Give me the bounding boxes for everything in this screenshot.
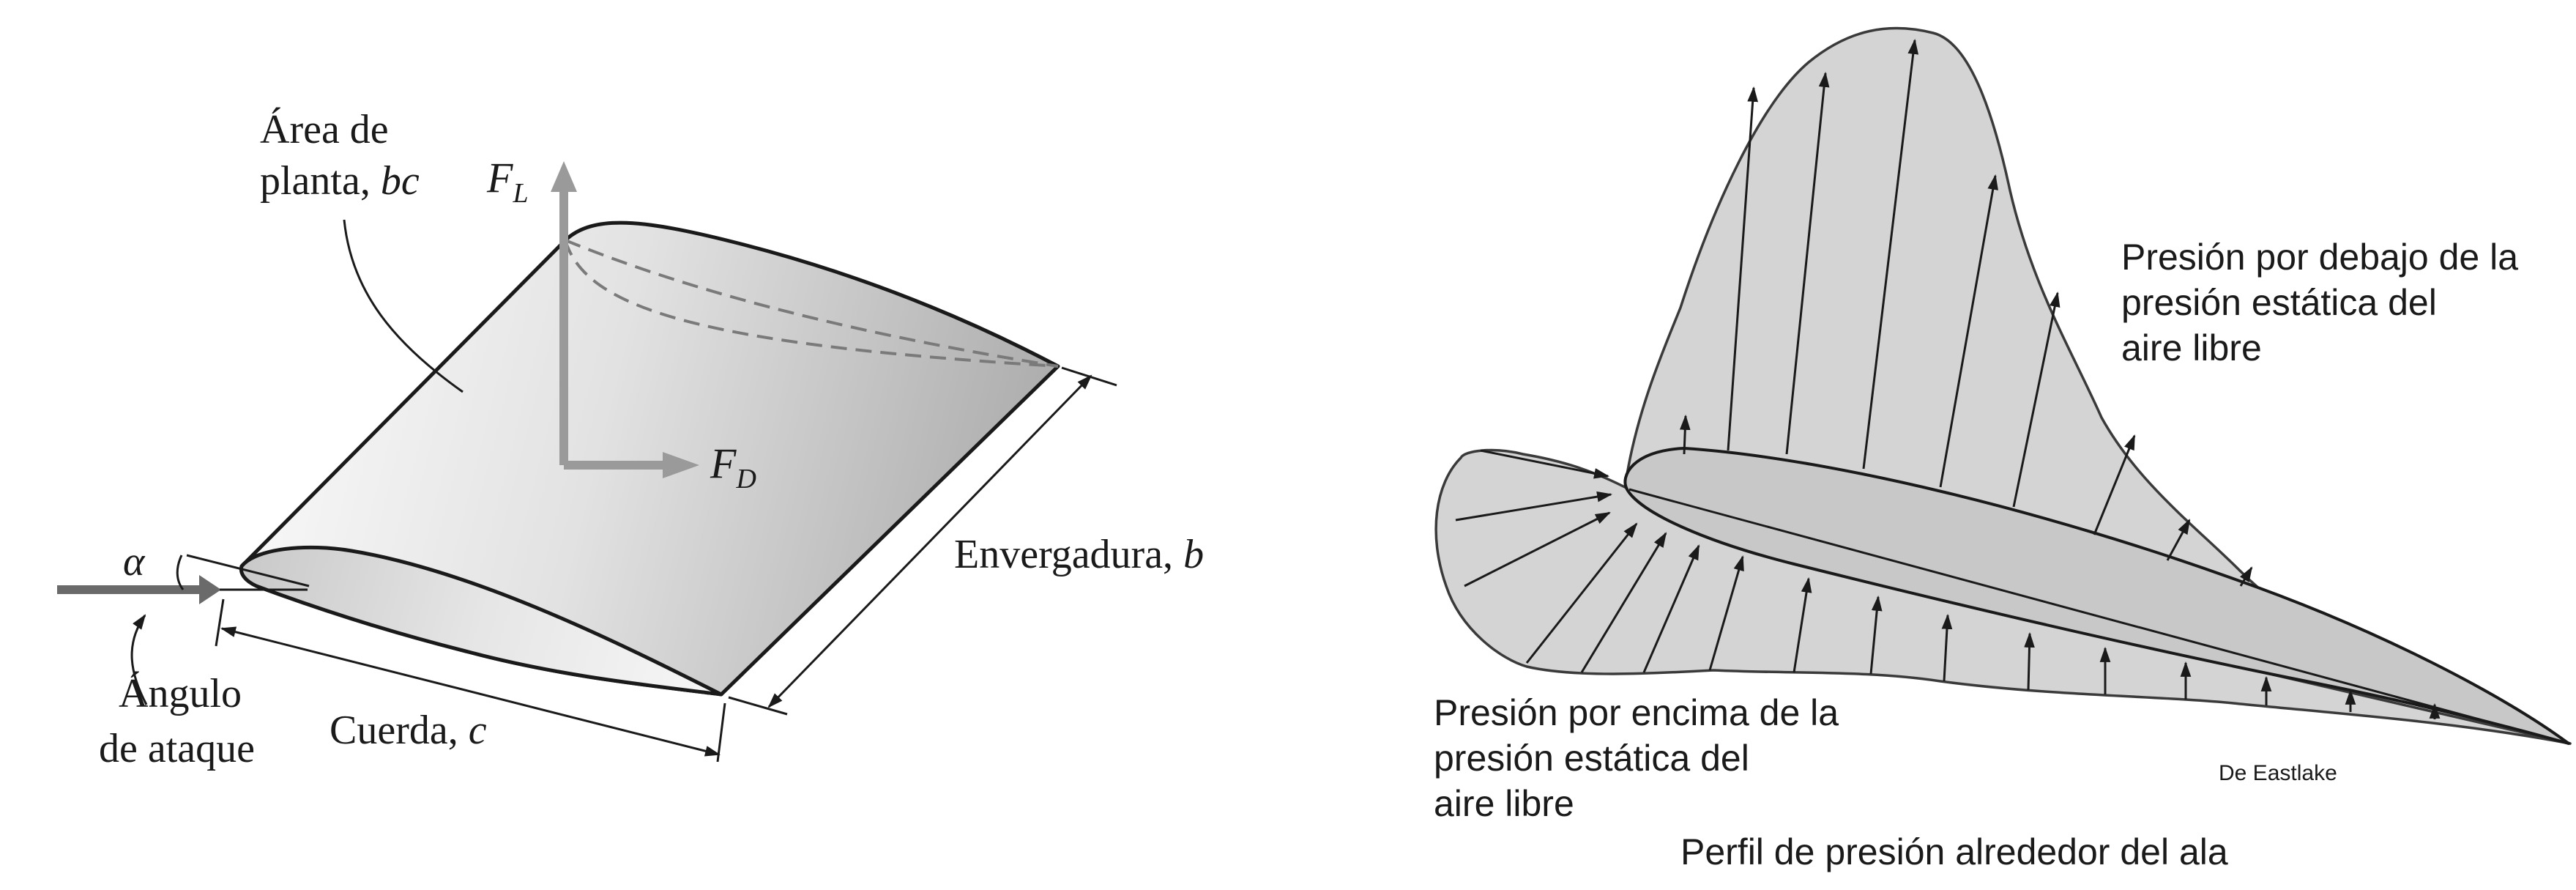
force-axes xyxy=(559,187,670,470)
below-pressure-label-line1: Presión por debajo de la xyxy=(2121,237,2518,278)
suction-arrow xyxy=(1727,86,1758,451)
suction-arrow xyxy=(1939,174,1998,488)
angle-of-attack-label-line2: de ataque xyxy=(99,726,255,771)
pressure-arrow xyxy=(1708,555,1744,671)
pressure-arrow xyxy=(1642,544,1700,673)
chord-label: Cuerda, c xyxy=(330,708,487,753)
chord-label-symbol: c xyxy=(469,708,487,753)
suction-arrow xyxy=(2012,291,2061,508)
tip-airfoil-hidden-upper xyxy=(565,239,1059,368)
pressure-arrow xyxy=(1464,511,1611,587)
chord-label-text: Cuerda, xyxy=(330,708,469,753)
drag-force-label: FD xyxy=(710,440,756,494)
alpha-arc xyxy=(176,555,185,590)
planform-pointer xyxy=(343,219,464,393)
above-pressure-label-line2: presión estática del xyxy=(1434,738,1749,779)
lift-force-subscript: L xyxy=(512,178,528,209)
suction-arrows xyxy=(1679,38,2253,587)
above-pressure-label-line3: aire libre xyxy=(1434,783,1574,824)
pressure-arrow xyxy=(1525,522,1638,664)
pressure-arrow xyxy=(1869,595,1883,675)
pressure-arrows xyxy=(1455,449,2441,719)
lift-force-label: FL xyxy=(486,154,529,209)
suction-arrow xyxy=(2093,434,2136,535)
suction-arrow xyxy=(1862,38,1919,470)
pressure-arrow xyxy=(1941,613,1953,682)
span-dimension xyxy=(767,374,1092,708)
freestream-reference-line xyxy=(186,554,310,587)
pressure-arrow xyxy=(1793,576,1812,673)
lift-force-symbol: F xyxy=(486,154,513,201)
suction-arrow xyxy=(1679,414,1691,455)
planform-label-line2: planta, bc xyxy=(260,158,420,204)
drag-force-subscript: D xyxy=(735,464,756,494)
planform-label-line1: Área de xyxy=(260,107,389,152)
chord-dim-tick-left xyxy=(215,598,225,647)
above-pressure-label-line1: Presión por encima de la xyxy=(1434,692,1839,733)
suction-arrow xyxy=(2239,566,2253,587)
chord-dimension xyxy=(220,626,721,757)
alpha-label: α xyxy=(123,539,146,585)
airfoil-chord xyxy=(1628,488,2569,745)
pressure-profile-diagram: Presión por debajo de la presión estátic… xyxy=(1434,26,2572,872)
source-credit: De Eastlake xyxy=(2219,761,2337,785)
tip-airfoil-hidden-lower xyxy=(564,240,1059,368)
angle-pointer xyxy=(130,614,148,705)
span-dim-tick-bottom xyxy=(728,696,788,716)
figure-caption: Perfil de presión alrededor del ala xyxy=(1680,831,2228,872)
freestream-arrowhead xyxy=(199,575,221,604)
drag-arrowhead xyxy=(663,452,699,478)
below-pressure-label-line2: presión estática del xyxy=(2121,282,2437,323)
pressure-arrow xyxy=(1480,449,1610,479)
planform-label-symbol: bc xyxy=(381,158,420,204)
span-label-text: Envergadura, xyxy=(954,532,1183,577)
lift-arrowhead xyxy=(551,161,577,192)
drag-force-symbol: F xyxy=(710,440,737,487)
wing-diagram: Área de planta, bc FL FD α Ángulo de ata… xyxy=(57,107,1204,771)
below-pressure-label-line3: aire libre xyxy=(2121,327,2262,368)
pressure-arrow xyxy=(1580,532,1667,673)
chord-dim-tick-right xyxy=(716,702,726,763)
angle-of-attack-label-line1: Ángulo xyxy=(119,671,242,716)
planform-label-text: planta, xyxy=(260,158,381,204)
pressure-arrow xyxy=(2024,631,2035,691)
pressure-arrow xyxy=(1455,491,1613,522)
freestream-arrow-shaft xyxy=(57,585,207,594)
suction-arrow xyxy=(2166,519,2191,561)
span-label: Envergadura, b xyxy=(954,532,1204,577)
suction-arrow xyxy=(1785,71,1830,455)
span-label-symbol: b xyxy=(1183,532,1204,577)
